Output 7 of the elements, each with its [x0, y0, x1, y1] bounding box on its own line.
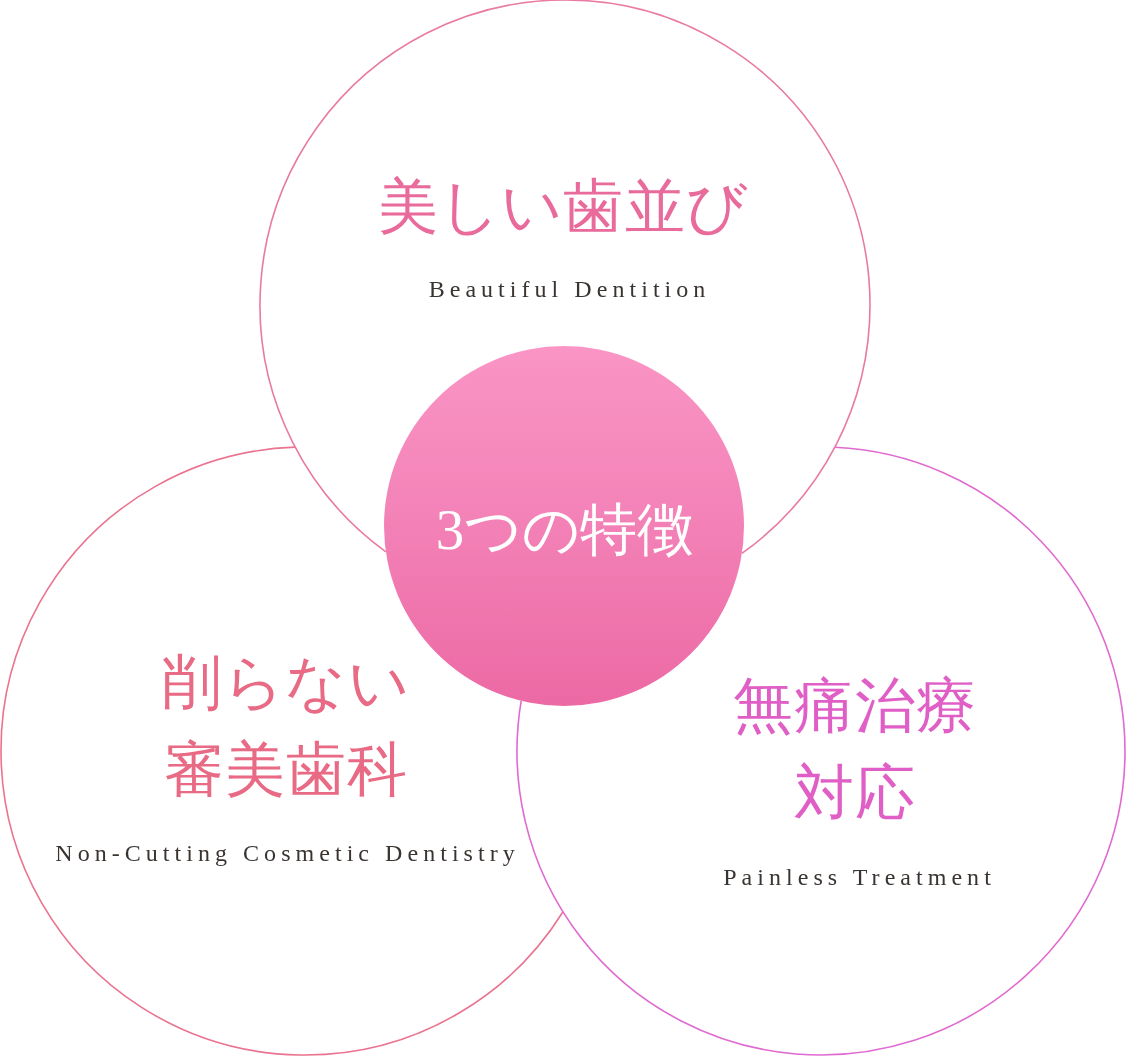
feature-title: 無痛治療対応	[731, 672, 979, 828]
feature-title: 美しい歯並び	[377, 172, 749, 242]
english-caption: Beautiful Dentition	[427, 274, 711, 304]
center-title: 3つの特徴	[435, 496, 695, 563]
feature-title: 削らない審美歯科	[161, 649, 411, 805]
english-caption: Non-Cutting Cosmetic Dentistry	[54, 838, 520, 868]
english-caption: Painless Treatment	[722, 862, 996, 892]
